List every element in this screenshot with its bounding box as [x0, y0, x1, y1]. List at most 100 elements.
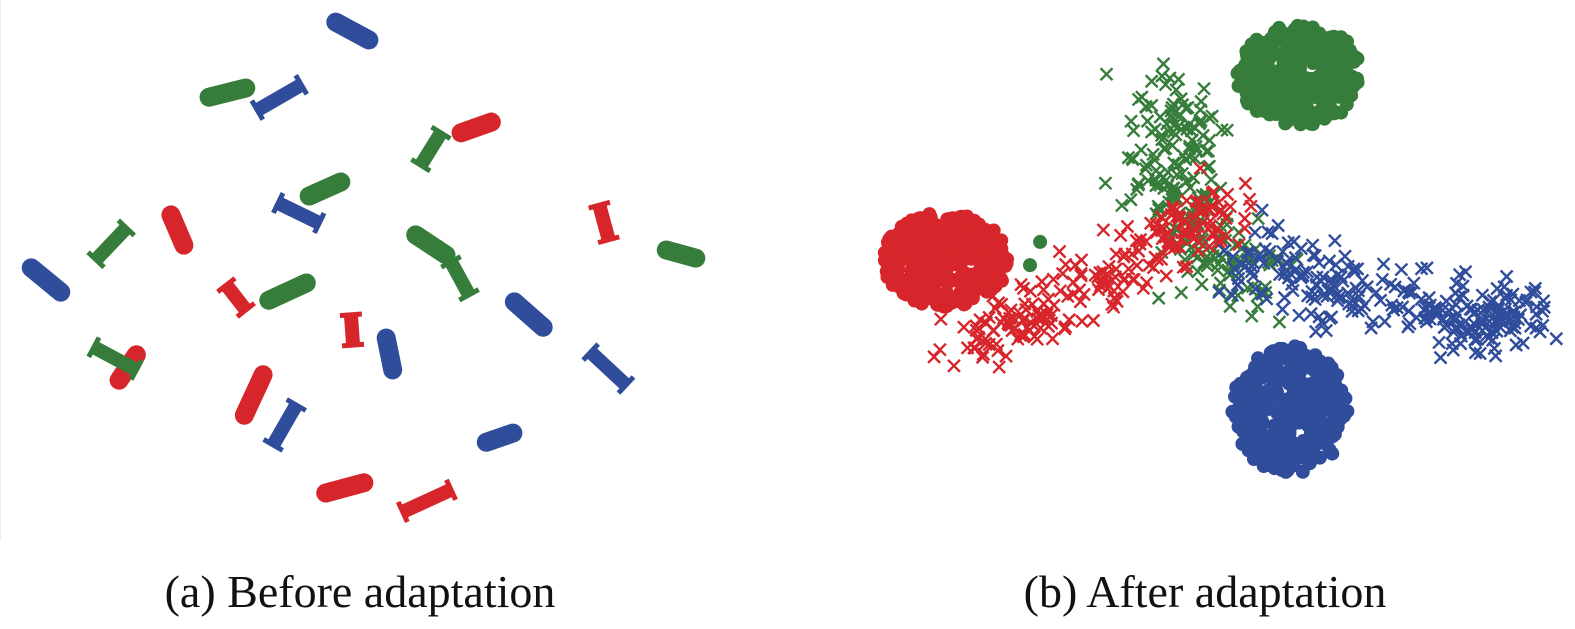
point-cross	[1158, 77, 1173, 92]
point-circle	[964, 249, 979, 264]
point-cross	[1175, 97, 1190, 112]
point-circle	[1309, 380, 1324, 395]
point-circle	[1254, 357, 1269, 372]
point-cross	[1023, 323, 1037, 338]
point-cross	[1161, 124, 1176, 138]
point-cross	[1394, 262, 1409, 277]
point-cross	[1281, 271, 1296, 285]
point-circle	[967, 276, 982, 291]
point-cross	[1110, 294, 1124, 309]
point-circle	[952, 210, 967, 225]
point-circle	[1291, 368, 1306, 383]
point-cross	[1467, 333, 1482, 347]
point-cross	[1182, 141, 1197, 156]
point-cross	[1163, 71, 1177, 85]
cluster-green-target-20	[86, 336, 144, 381]
point-cross	[1045, 331, 1060, 346]
cluster-green-target-10	[86, 218, 136, 270]
point-cross	[1549, 331, 1564, 346]
point-cross	[1186, 210, 1201, 225]
point-cross	[996, 311, 1011, 326]
point-cross	[1046, 272, 1061, 287]
point-cross	[1490, 281, 1505, 296]
point-circle	[1284, 58, 1299, 73]
point-cross	[1105, 273, 1120, 288]
point-cross	[1116, 250, 1131, 264]
point-cross	[1445, 336, 1460, 351]
cluster-green-source-12	[406, 225, 456, 265]
point-circle	[1262, 107, 1277, 122]
point-circle	[1299, 107, 1314, 122]
point-circle	[990, 276, 1005, 291]
point-cross	[1036, 311, 1050, 325]
point-circle	[1023, 258, 1037, 273]
point-cross	[1041, 319, 1056, 334]
point-circle	[1254, 370, 1269, 385]
point-cross	[1231, 225, 1246, 240]
point-cross	[1432, 335, 1446, 350]
point-cross	[1121, 262, 1136, 276]
point-cross	[1167, 156, 1181, 170]
point-cross	[1115, 198, 1129, 213]
cluster-blue-target-23	[262, 397, 307, 453]
point-cross	[1165, 111, 1180, 126]
outlier-green	[1023, 258, 1037, 273]
point-cross	[1194, 94, 1208, 109]
point-circle	[1345, 50, 1360, 65]
point-cross	[1328, 233, 1342, 248]
point-cross	[1211, 195, 1226, 210]
point-cross	[1292, 308, 1306, 323]
point-circle	[940, 296, 955, 311]
point-cross	[1165, 138, 1180, 153]
point-circle	[936, 273, 951, 288]
point-circle	[1313, 109, 1328, 124]
cluster-green-target-13	[440, 254, 480, 303]
point-circle	[1259, 402, 1274, 417]
point-circle	[975, 264, 990, 279]
point-cross	[1144, 98, 1159, 113]
cluster-red-target-14	[216, 276, 257, 319]
point-cross	[1008, 321, 1022, 335]
point-cross	[1094, 275, 1108, 290]
point-cross	[1248, 282, 1263, 296]
cluster-green-source-5	[299, 172, 351, 206]
point-cross	[1253, 252, 1267, 266]
point-cross	[1330, 268, 1345, 282]
point-cross	[1497, 304, 1512, 318]
point-cross	[1188, 151, 1202, 166]
point-cross	[1019, 302, 1033, 317]
point-circle	[1251, 414, 1266, 429]
point-cross	[1364, 321, 1378, 335]
point-cross	[1520, 293, 1534, 307]
point-cross	[1218, 228, 1233, 243]
point-circle	[1308, 433, 1323, 448]
cluster-red-source-22	[234, 365, 273, 425]
point-cross	[1130, 258, 1144, 273]
point-cross	[1168, 239, 1183, 254]
point-cross	[1149, 173, 1163, 187]
point-cross	[1433, 350, 1448, 365]
point-cross	[1511, 312, 1526, 327]
point-circle	[1321, 37, 1336, 52]
point-cross	[1456, 288, 1470, 303]
point-cross	[1251, 211, 1266, 226]
point-cross	[1165, 185, 1180, 200]
point-cross	[1275, 244, 1290, 259]
point-cross	[1154, 252, 1169, 267]
point-cross	[1238, 176, 1253, 191]
point-cross	[1402, 286, 1417, 301]
point-cross	[1493, 310, 1508, 324]
point-circle	[1321, 427, 1336, 442]
point-circle	[972, 225, 987, 240]
point-cross	[1192, 220, 1206, 235]
point-cross	[969, 323, 984, 338]
point-cross	[1214, 203, 1229, 218]
point-cross	[1156, 56, 1171, 71]
point-cross	[1031, 311, 1045, 326]
point-cross	[1437, 320, 1452, 335]
point-cross	[1174, 285, 1189, 300]
point-circle	[954, 288, 969, 303]
point-circle	[1280, 98, 1295, 113]
point-cross	[1288, 250, 1303, 265]
point-circle	[1272, 459, 1287, 474]
